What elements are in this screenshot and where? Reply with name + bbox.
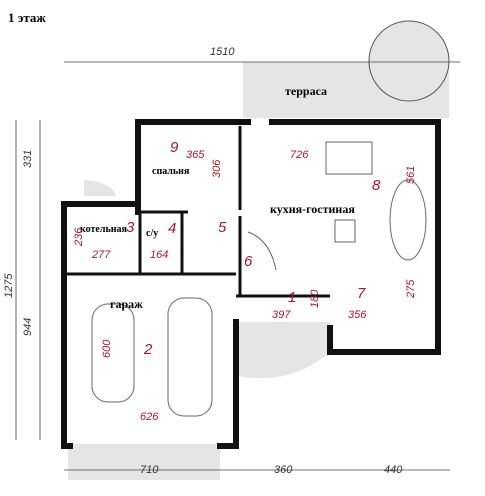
- round-terrace: [368, 20, 450, 102]
- room-label-garage: гараж: [110, 297, 143, 311]
- wc-width: 164: [150, 249, 168, 261]
- living-width: 726: [290, 149, 309, 161]
- room-label-bedroom: спальня: [152, 166, 190, 177]
- exterior-walls: [61, 119, 441, 449]
- dim-left-total: 1275: [3, 273, 15, 298]
- kitchen-height: 275: [405, 279, 417, 299]
- room-number-7: 7: [357, 285, 366, 302]
- bedroom-height: 306: [211, 159, 223, 178]
- dim-bottom-right: 440: [384, 464, 403, 476]
- room-label-terrace: терраса: [285, 84, 327, 98]
- living-height: 561: [405, 166, 417, 184]
- boiler-porch: [84, 180, 116, 196]
- boiler-height: 236: [73, 227, 85, 247]
- room-number-8: 8: [372, 177, 381, 194]
- hall-height: 180: [309, 289, 321, 308]
- dimension-lines: [15, 61, 460, 471]
- interior-walls: [64, 126, 330, 298]
- room-number-5: 5: [218, 219, 227, 236]
- room-number-1: 1: [288, 289, 296, 306]
- dim-bottom-left: 710: [140, 464, 159, 476]
- dim-left-lower: 944: [22, 318, 34, 336]
- hall-width: 397: [272, 309, 291, 321]
- room-number-2: 2: [143, 341, 153, 358]
- room-number-4: 4: [168, 220, 176, 237]
- dim-bottom-mid: 360: [274, 464, 293, 476]
- room-label-wc: с/у: [146, 228, 158, 239]
- bedroom-width: 365: [186, 149, 205, 161]
- garage-apron: [68, 444, 220, 480]
- entrance-porch: [238, 322, 330, 379]
- room-number-9: 9: [170, 139, 179, 156]
- furniture: [91, 141, 427, 417]
- floor-title: 1 этаж: [8, 10, 46, 25]
- garage-height: 600: [101, 339, 113, 358]
- dim-left-upper: 331: [22, 150, 34, 168]
- boiler-width: 277: [91, 249, 111, 261]
- dim-top-total: 1510: [210, 46, 235, 58]
- room-number-3: 3: [126, 219, 135, 236]
- room-label-kitchen-living: кухня-гостиная: [270, 202, 355, 216]
- garage-width: 626: [140, 411, 159, 423]
- kitchen-width: 356: [348, 309, 367, 321]
- room-label-boiler: котельная: [80, 224, 128, 235]
- room-number-6: 6: [244, 253, 253, 270]
